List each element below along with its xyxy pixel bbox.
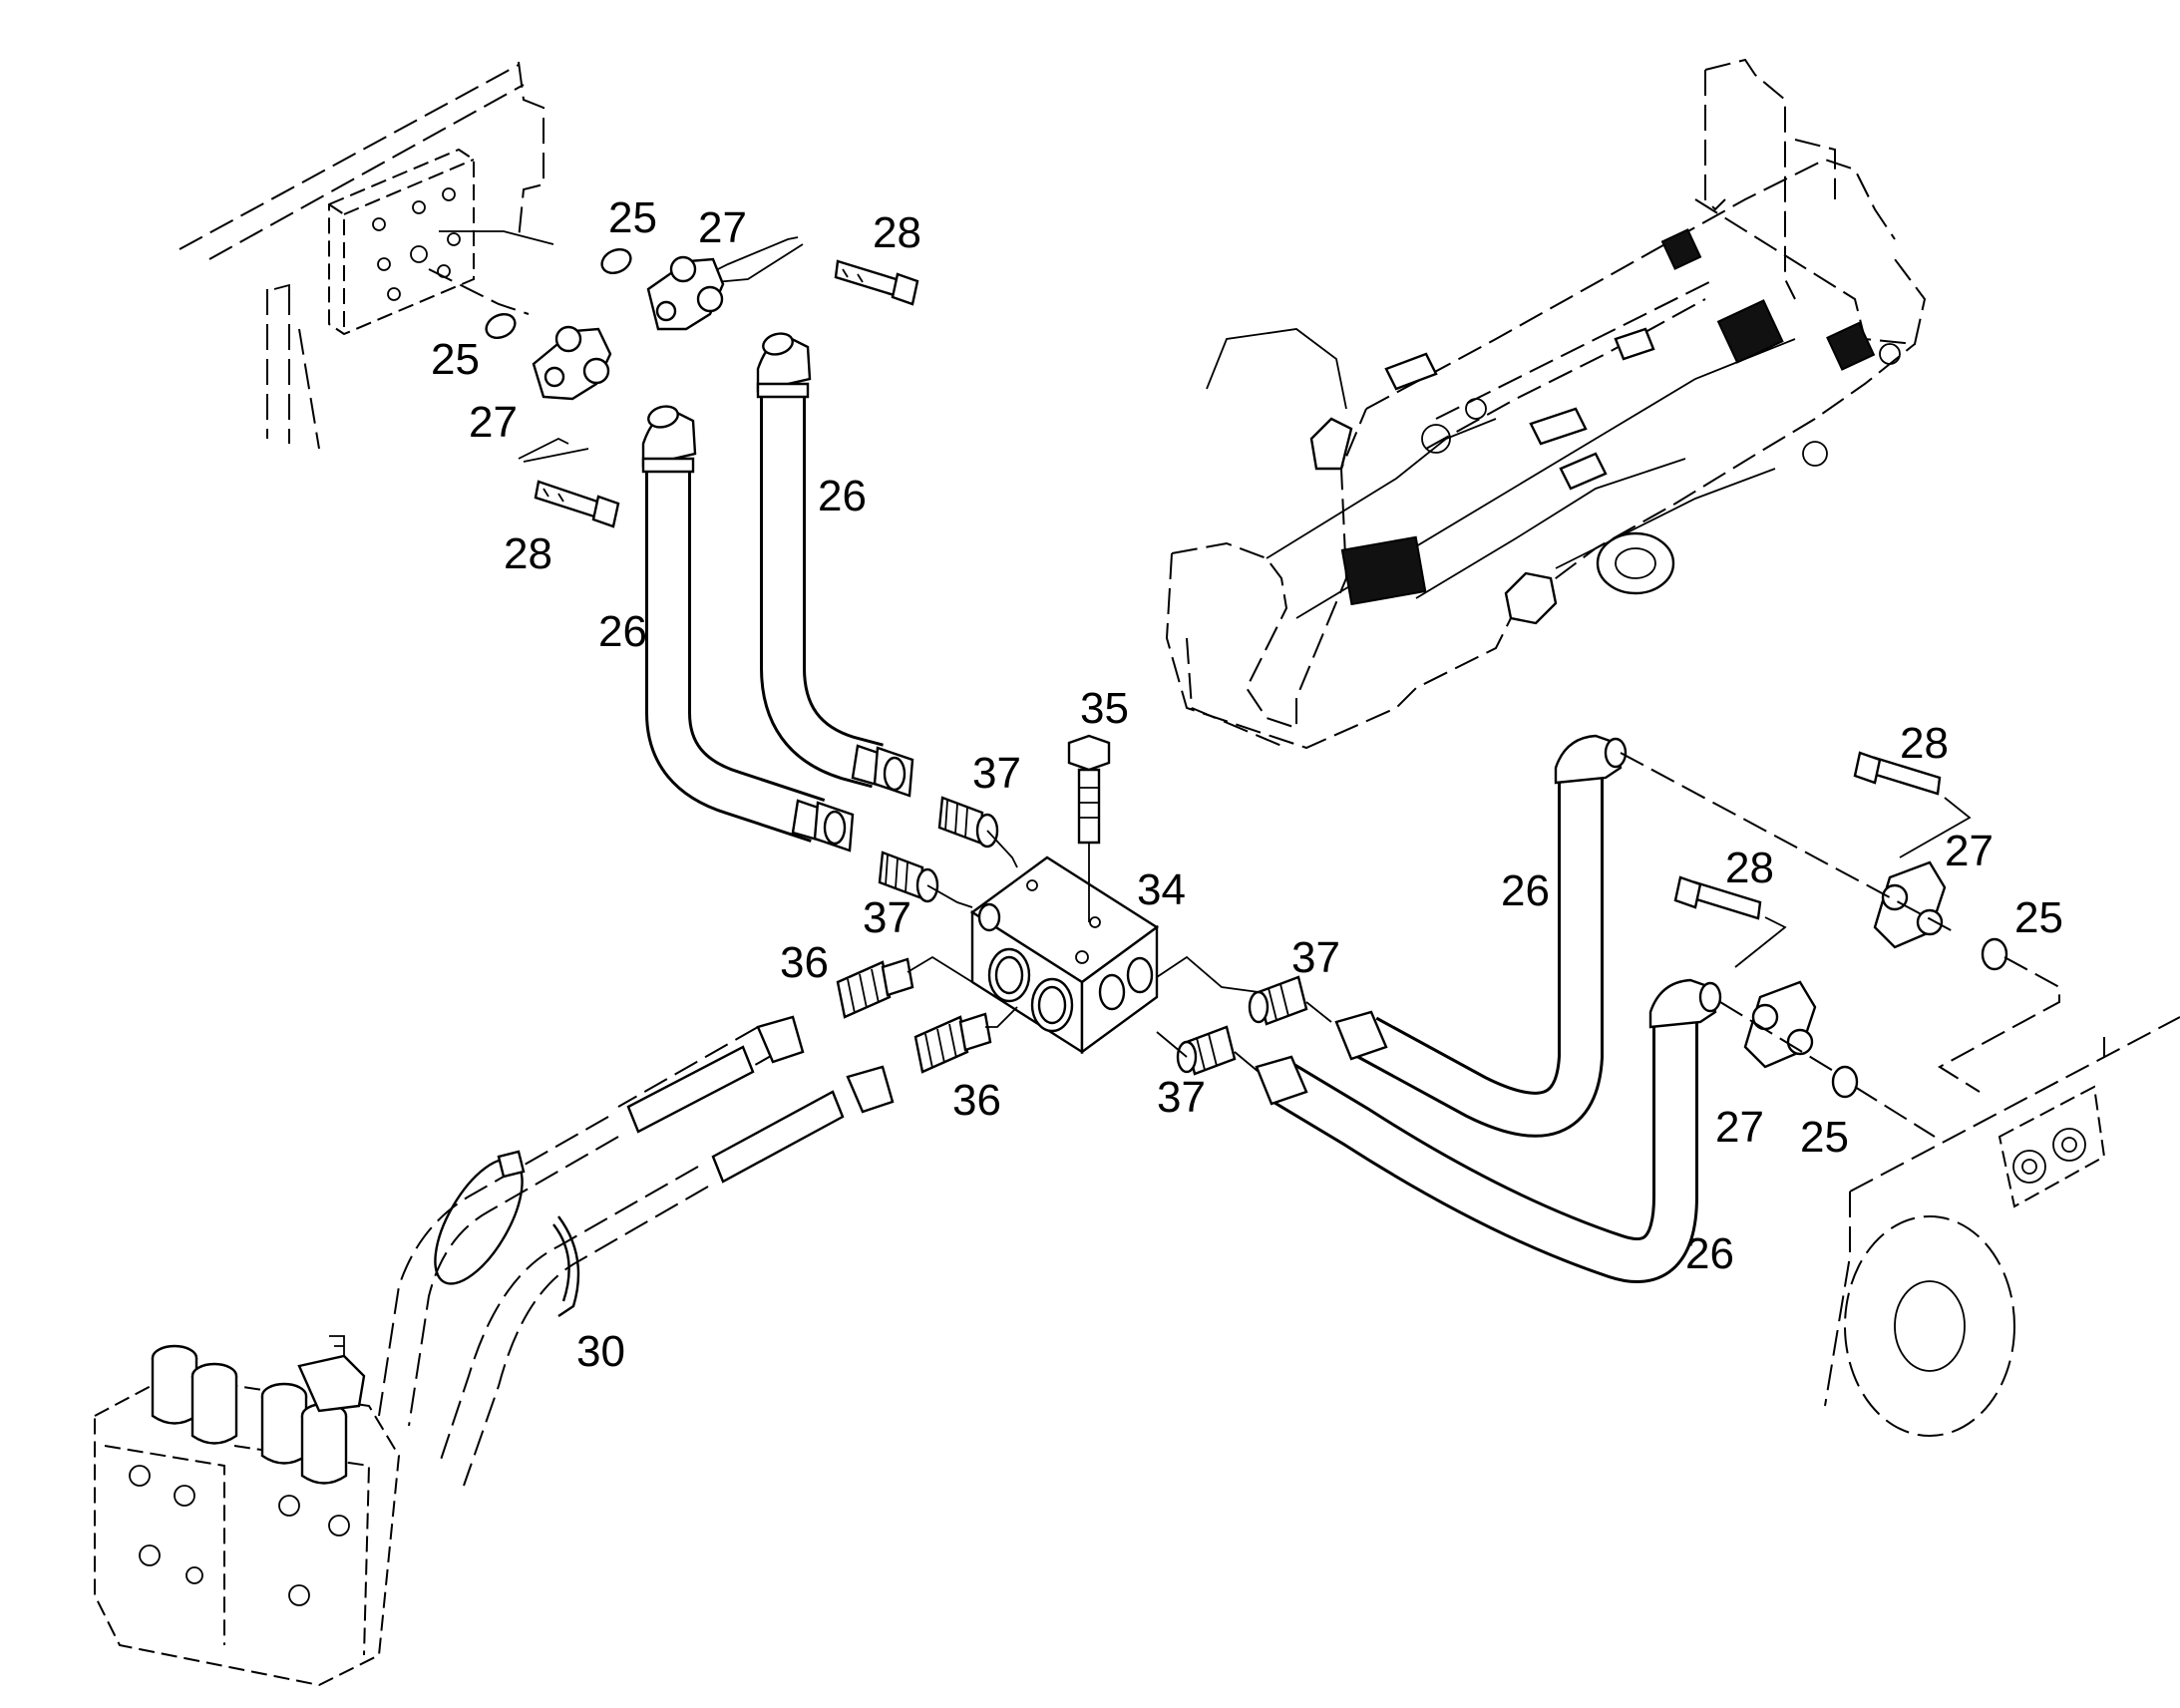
callout-37-d: 37	[1157, 1073, 1206, 1122]
flange-27-b	[532, 325, 612, 401]
o-ring-25-c	[1981, 937, 2008, 971]
callout-27-a: 27	[698, 203, 747, 252]
callout-35: 35	[1080, 684, 1129, 733]
callout-25-d: 25	[1800, 1113, 1849, 1162]
adapter-37-b	[878, 851, 939, 903]
flange-27-c	[1873, 860, 1947, 949]
bolt-28-d	[1673, 875, 1762, 920]
loader-frame	[1165, 58, 1927, 750]
right-lower-body	[1824, 1016, 2180, 1437]
callout-26-d: 26	[1685, 1229, 1734, 1278]
clamp-30	[434, 1150, 580, 1317]
callout-25-b: 25	[431, 335, 480, 384]
hose-26-right-lower	[1255, 978, 1722, 1283]
callout-26-a: 26	[818, 472, 867, 520]
bolt-28-a	[834, 259, 919, 306]
adapter-37-a	[937, 796, 999, 849]
callout-37-b: 37	[863, 893, 911, 942]
callout-28-b: 28	[504, 529, 552, 578]
callout-37-a: 37	[972, 749, 1021, 798]
callout-28-a: 28	[873, 208, 921, 257]
hose-26-upper-left	[641, 405, 855, 853]
callout-26-b: 26	[598, 607, 647, 656]
o-ring-25-a	[600, 247, 632, 275]
callout-37-c: 37	[1291, 933, 1340, 982]
hose-lower-left-b	[438, 1065, 895, 1487]
callout-36-b: 36	[952, 1076, 1001, 1125]
adapter-37-c	[1248, 975, 1308, 1026]
bolt-35	[1067, 734, 1111, 922]
upper-left-valve-plate	[328, 148, 475, 336]
adapter-36-b	[913, 1012, 992, 1074]
callout-27-d: 27	[1715, 1103, 1764, 1152]
adapter-37-d	[1176, 1025, 1237, 1076]
callout-34: 34	[1137, 865, 1186, 914]
flange-27-a	[646, 255, 725, 331]
callout-27-c: 27	[1945, 827, 1994, 875]
control-valve-bank	[94, 1335, 401, 1687]
callout-28-d: 28	[1725, 844, 1774, 892]
callout-28-c: 28	[1900, 719, 1949, 768]
bolt-28-c	[1853, 751, 1942, 796]
hose-26-upper-right	[756, 332, 914, 798]
o-ring-25-d	[1831, 1065, 1859, 1099]
callout-25-a: 25	[608, 193, 657, 242]
hose-26-right-upper	[1334, 734, 1628, 1138]
callout-27-b: 27	[469, 398, 518, 447]
callout-25-c: 25	[2014, 893, 2063, 942]
hose-lower-left-a	[378, 1015, 805, 1427]
o-ring-25-b	[485, 312, 517, 340]
callout-30: 30	[576, 1327, 625, 1376]
manifold-block-34	[969, 855, 1160, 1055]
callout-26-c: 26	[1501, 866, 1550, 915]
callout-36-a: 36	[780, 938, 829, 987]
upper-left-body	[179, 61, 545, 450]
bolt-28-b	[534, 480, 620, 528]
adapter-36-a	[836, 957, 914, 1019]
